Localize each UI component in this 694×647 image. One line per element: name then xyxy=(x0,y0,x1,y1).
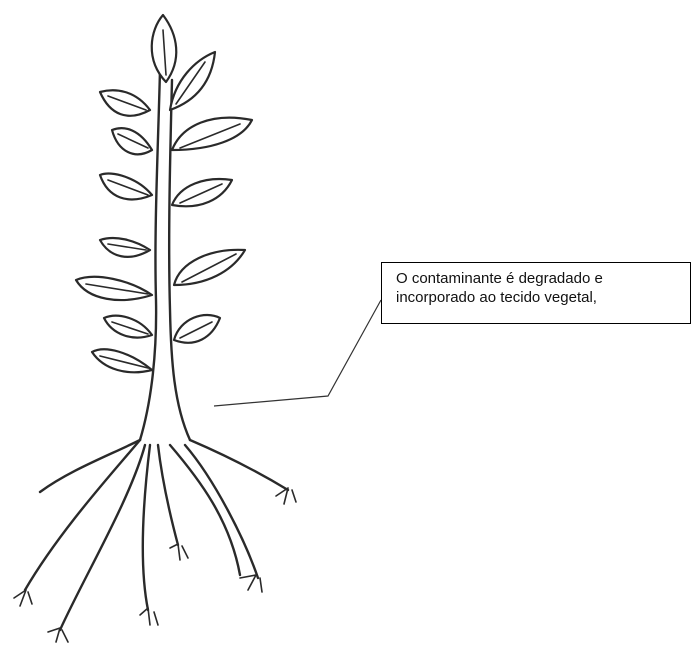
callout-leader-line xyxy=(214,300,381,406)
plant-stem xyxy=(140,70,190,440)
leaf xyxy=(172,118,252,150)
callout-text-line-2: incorporado ao tecido vegetal, xyxy=(396,288,682,307)
callout-box: O contaminante é degradado e incorporado… xyxy=(381,262,691,324)
plant-roots xyxy=(25,440,288,630)
plant-leaves xyxy=(76,15,252,372)
callout-text-line-1: O contaminante é degradado e xyxy=(396,269,682,288)
